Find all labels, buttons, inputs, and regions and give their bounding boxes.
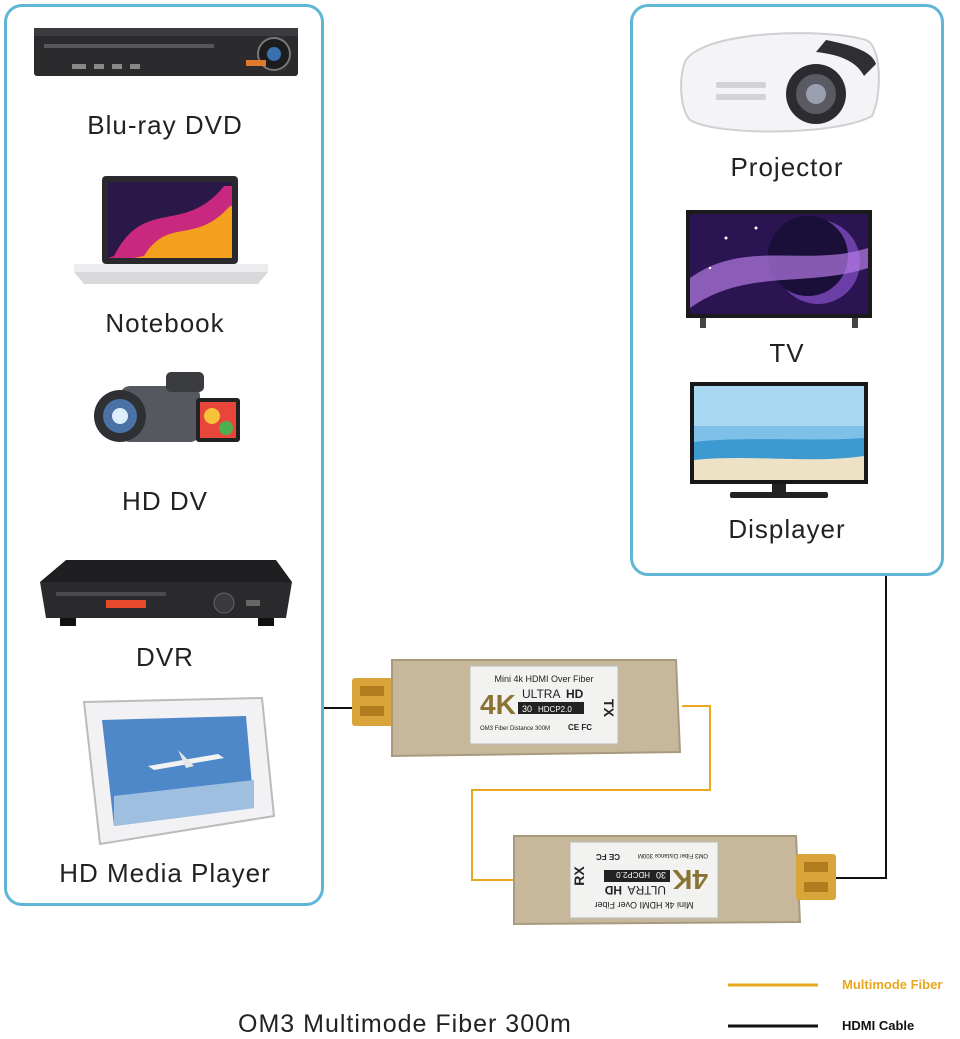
rx-hd: HD	[604, 883, 622, 897]
rx-module: Mini 4k HDMI Over Fiber 4K ULTRA HD 30 H…	[513, 835, 836, 926]
rx-4k-badge: 4K	[672, 864, 708, 895]
tx-module: Mini 4k HDMI Over Fiber 4K ULTRA HD 30 H…	[352, 659, 682, 758]
tx-hdcp: HDCP2.0	[538, 705, 572, 714]
notebook-icon	[74, 176, 268, 284]
dvr-icon	[40, 560, 292, 626]
tx-certs: CE FC	[568, 723, 592, 732]
caption: OM3 Multimode Fiber 300m	[238, 1010, 572, 1038]
rx-hz: 30	[656, 870, 666, 880]
mediaplayer-label: HD Media Player	[59, 858, 271, 888]
monitor-icon	[690, 382, 868, 498]
media-player-icon	[82, 696, 276, 846]
tv-label: TV	[769, 338, 805, 368]
tx-role: TX	[601, 699, 617, 718]
tx-ultra: ULTRA	[522, 687, 560, 701]
rx-title: Mini 4k HDMI Over Fiber	[594, 900, 693, 910]
tx-hz: 30	[522, 704, 532, 714]
tx-hd: HD	[566, 687, 584, 701]
rx-hdcp: HDCP2.0	[616, 870, 650, 879]
displayer-label: Displayer	[728, 514, 846, 544]
hdmi-cable-display	[836, 576, 887, 879]
tx-4k-badge: 4K	[480, 689, 516, 720]
tx-distance: OM3 Fiber Distance 300M	[480, 726, 550, 732]
rx-role: RX	[571, 866, 587, 886]
hddv-label: HD DV	[122, 486, 208, 516]
tx-title: Mini 4k HDMI Over Fiber	[494, 674, 593, 684]
bluray-player-icon	[34, 28, 298, 76]
multimode-fiber-cable	[471, 705, 711, 881]
legend-fiber-label: Multimode Fiber	[842, 977, 943, 992]
notebook-label: Notebook	[105, 308, 225, 338]
tx-hdmi-connector	[352, 678, 394, 726]
bluray-label: Blu-ray DVD	[87, 110, 243, 140]
camcorder-icon	[94, 372, 240, 442]
rx-ultra: ULTRA	[628, 883, 666, 897]
rx-hdmi-connector	[796, 854, 836, 900]
tv-icon	[686, 210, 872, 328]
rx-certs: CE FC	[596, 852, 620, 861]
legend-hdmi-label: HDMI Cable	[842, 1018, 915, 1033]
dvr-label: DVR	[136, 642, 194, 672]
rx-distance: OM3 Fiber Distance 300M	[638, 852, 708, 858]
projector-label: Projector	[730, 152, 844, 182]
projector-icon	[680, 32, 880, 133]
